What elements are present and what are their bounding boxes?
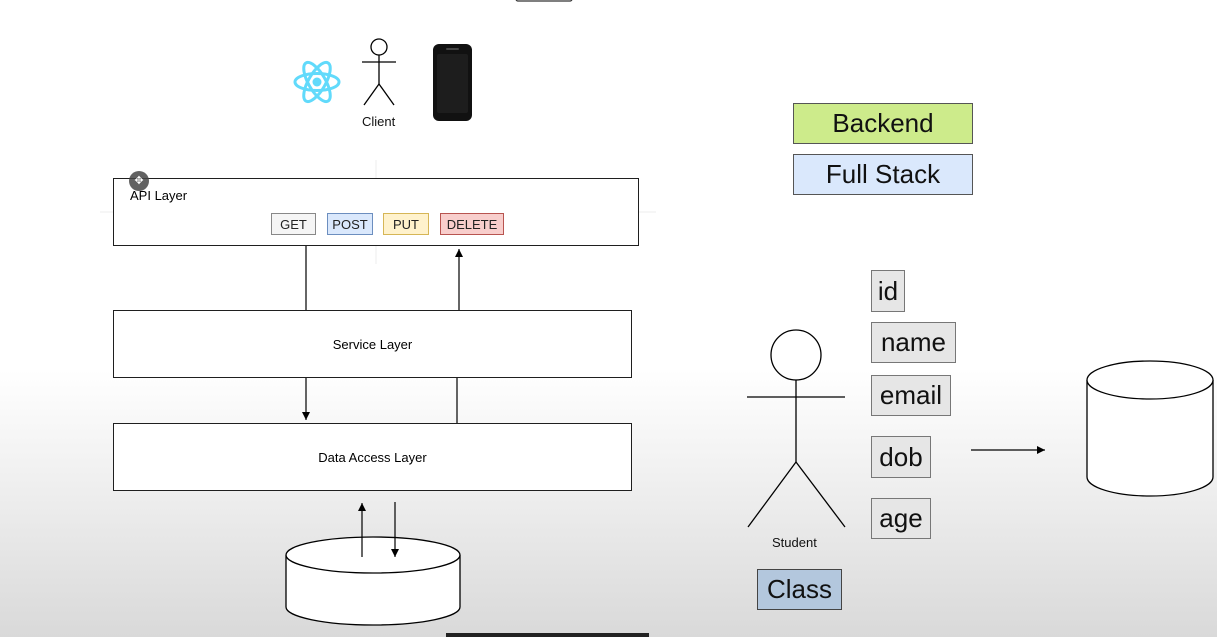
api-layer-box: API Layer: [113, 178, 639, 246]
post-method-badge: POST: [327, 213, 373, 235]
client-label: Client: [362, 114, 396, 129]
field-id: id: [871, 270, 905, 312]
field-name: name: [871, 322, 956, 363]
student-person-icon: [747, 329, 846, 528]
fullstack-legend-box: Full Stack: [793, 154, 973, 195]
get-method-badge: GET: [271, 213, 316, 235]
database-icon: [285, 536, 461, 626]
service-layer-label: Service Layer: [332, 336, 413, 352]
field-dob: dob: [871, 436, 931, 478]
api-layer-label: API Layer: [130, 188, 188, 203]
field-age: age: [871, 498, 931, 539]
student-label: Student: [772, 535, 817, 550]
database-icon: [1086, 360, 1214, 497]
data-access-layer-label: Data Access Layer: [318, 449, 427, 465]
react-icon: [293, 60, 341, 104]
bottom-bar: [446, 633, 649, 637]
cursor-move-icon: ✥: [129, 171, 149, 191]
field-email: email: [871, 375, 951, 416]
service-layer-box: Service Layer: [113, 310, 632, 378]
phone-icon: [433, 44, 472, 121]
put-method-badge: PUT: [383, 213, 429, 235]
backend-legend-box: Backend: [793, 103, 973, 144]
delete-method-badge: DELETE: [440, 213, 504, 235]
class-box: Class: [757, 569, 842, 610]
client-person-icon: [362, 38, 396, 106]
top-tab: [515, 0, 573, 2]
data-access-layer-box: Data Access Layer: [113, 423, 632, 491]
